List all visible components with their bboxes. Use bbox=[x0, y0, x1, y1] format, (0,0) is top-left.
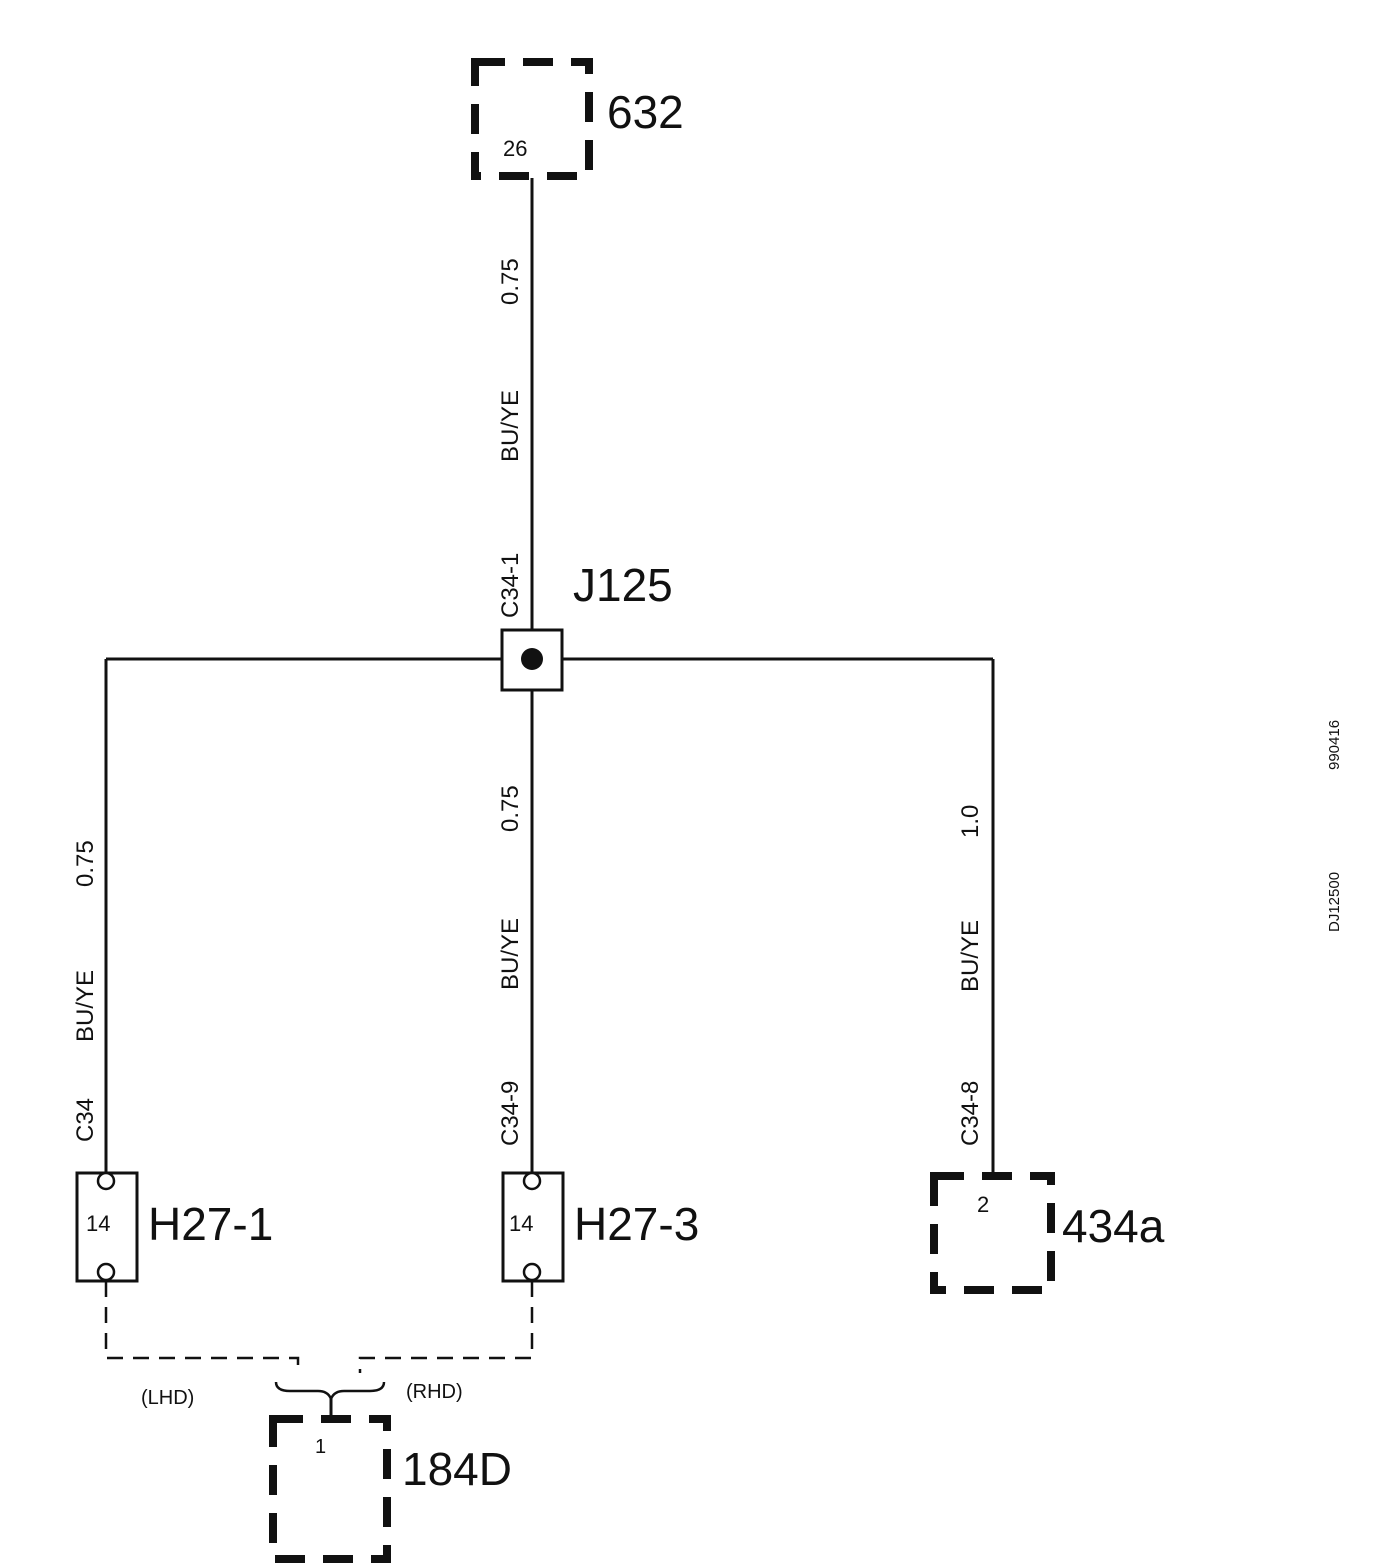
component-632-pin: 26 bbox=[503, 136, 527, 161]
wire-top-color: BU/YE bbox=[497, 390, 524, 462]
terminal-bottom bbox=[522, 1262, 542, 1282]
component-h27-3[interactable]: 14 bbox=[501, 1171, 565, 1283]
terminal-top bbox=[522, 1171, 542, 1191]
splice-dot bbox=[521, 648, 543, 670]
wire-mid-size: 0.75 bbox=[497, 785, 524, 832]
connector-c34-label: C34 bbox=[72, 1098, 99, 1142]
terminal-top bbox=[96, 1171, 116, 1191]
component-h27-3-label: H27-3 bbox=[574, 1198, 699, 1250]
component-632-label: 632 bbox=[607, 86, 684, 138]
component-184d[interactable]: 1 bbox=[269, 1415, 391, 1563]
connector-c34-8-label: C34-8 bbox=[957, 1081, 984, 1146]
wire-left-size: 0.75 bbox=[72, 840, 99, 887]
wire-right-color: BU/YE bbox=[957, 920, 984, 992]
terminal-bottom bbox=[96, 1262, 116, 1282]
component-h27-1[interactable]: 14 bbox=[75, 1171, 139, 1283]
component-632[interactable]: 26 632 bbox=[471, 58, 684, 180]
dashed-wire-lhd[interactable] bbox=[104, 1281, 300, 1373]
wire-right-size: 1.0 bbox=[957, 805, 984, 838]
connector-c34-1-label: C34-1 bbox=[497, 553, 524, 618]
component-h27-3-pin: 14 bbox=[509, 1211, 533, 1236]
wire-mid-color: BU/YE bbox=[497, 918, 524, 990]
option-rhd-label: (RHD) bbox=[406, 1381, 463, 1403]
option-brace bbox=[274, 1381, 386, 1403]
component-434a[interactable]: 2 bbox=[930, 1172, 1055, 1294]
splice-j125[interactable] bbox=[500, 628, 564, 692]
reference-code-1: 990416 bbox=[1326, 720, 1343, 770]
component-434a-label: 434a bbox=[1062, 1200, 1165, 1252]
wire-left-color: BU/YE bbox=[72, 970, 99, 1042]
splice-j125-label: J125 bbox=[573, 559, 673, 611]
component-184d-label: 184D bbox=[402, 1443, 512, 1495]
component-434a-pin: 2 bbox=[977, 1192, 989, 1217]
wire-top-size: 0.75 bbox=[497, 258, 524, 305]
reference-code-2: DJ12500 bbox=[1326, 872, 1343, 932]
connector-c34-9-label: C34-9 bbox=[497, 1081, 524, 1146]
component-184d-pin: 1 bbox=[315, 1436, 326, 1458]
component-h27-1-label: H27-1 bbox=[148, 1198, 273, 1250]
option-lhd-label: (LHD) bbox=[141, 1387, 194, 1409]
component-h27-1-pin: 14 bbox=[86, 1211, 110, 1236]
dashed-wire-rhd[interactable] bbox=[358, 1281, 534, 1373]
